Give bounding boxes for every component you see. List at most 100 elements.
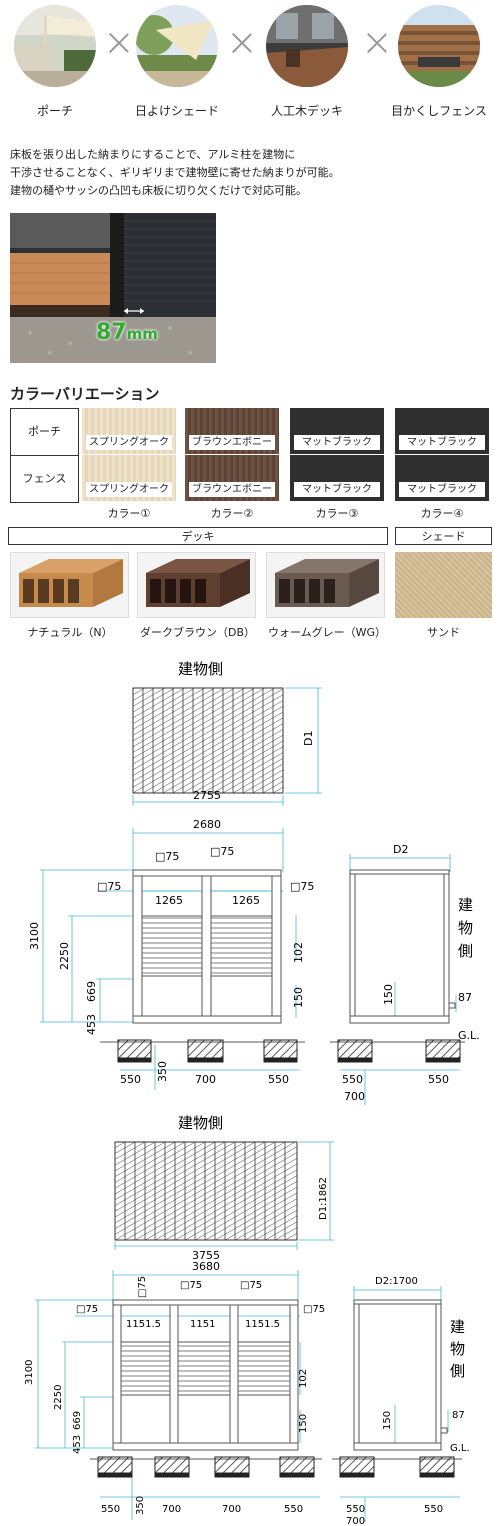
swatch-label: マットブラック bbox=[294, 435, 380, 450]
side-depth: D2 bbox=[393, 843, 408, 856]
ground-level: G.L. bbox=[450, 1443, 470, 1454]
front-view-2: 3680 □75 □75 □75 □75 □75 1151.5 1151 115… bbox=[24, 1260, 325, 1520]
base-700: 700 bbox=[222, 1504, 241, 1515]
base-550-side-left: 550 bbox=[346, 1504, 365, 1515]
side-depth: D2:1700 bbox=[375, 1276, 418, 1287]
dim-150-side: 150 bbox=[382, 1411, 393, 1430]
plan-width: 2755 bbox=[193, 789, 221, 802]
height-669: 669 bbox=[85, 981, 98, 1002]
base-550-left: 550 bbox=[101, 1504, 120, 1515]
dim-150: 150 bbox=[298, 1414, 309, 1433]
dim-350: 350 bbox=[135, 1496, 146, 1515]
color-name-1: カラー① bbox=[107, 507, 151, 520]
span-right: 1265 bbox=[232, 894, 260, 907]
fence-photo bbox=[398, 5, 480, 87]
plan-depth: D1:1862 bbox=[318, 1177, 329, 1220]
post-size-label: □75 bbox=[180, 1280, 202, 1291]
post-size-label: □75 bbox=[137, 1276, 148, 1298]
height-453: 453 bbox=[85, 1014, 98, 1035]
base-550-side-right: 550 bbox=[424, 1504, 443, 1515]
plan-depth: D1 bbox=[302, 731, 315, 746]
base-700-side: 700 bbox=[344, 1090, 365, 1103]
height-453: 453 bbox=[72, 1435, 83, 1454]
dim-102: 102 bbox=[298, 1369, 309, 1388]
drawing-1: 建物側 2755 D1 2680 □75 bbox=[28, 660, 480, 1105]
post-size-label: □75 bbox=[76, 1304, 98, 1315]
plan-width: 3755 bbox=[192, 1249, 220, 1262]
deck-header: デッキ bbox=[8, 527, 388, 545]
description-line: 干渉させることなく、ギリギリまで建物壁に寄せた納まりが可能。 bbox=[10, 166, 340, 179]
height-2250: 2250 bbox=[58, 942, 71, 970]
dim-87: 87 bbox=[458, 991, 472, 1004]
dimension-unit: mm bbox=[126, 325, 158, 343]
deck-sample-warm-grey bbox=[266, 552, 385, 618]
color-name-3: カラー③ bbox=[315, 507, 359, 520]
side-label-char: 物 bbox=[450, 1340, 465, 1358]
feature-label-deck: 人工木デッキ bbox=[270, 104, 343, 118]
side-view-2: D2:1700 建 物 側 150 87 G.L. 550 550 700 bbox=[332, 1276, 470, 1526]
row-label-porch: ポーチ bbox=[11, 409, 78, 456]
swatch-label: マットブラック bbox=[399, 482, 485, 497]
front-width: 2680 bbox=[193, 818, 221, 831]
feature-label-fence: 目かくしフェンス bbox=[391, 104, 487, 118]
base-550-left: 550 bbox=[120, 1073, 141, 1086]
shade-photo bbox=[136, 5, 218, 87]
color-name-4: カラー④ bbox=[420, 507, 464, 520]
deck-photo bbox=[266, 5, 348, 87]
color-swatch-3: マットブラック マットブラック bbox=[290, 408, 384, 501]
swatch-label: スプリングオーク bbox=[86, 482, 172, 497]
dim-87: 87 bbox=[452, 1410, 465, 1421]
description-line: 床板を張り出した納まりにすることで、アルミ柱を建物に bbox=[10, 148, 296, 161]
deck-label-warm-grey: ウォームグレー（WG） bbox=[267, 626, 387, 639]
dimension-value: 87 bbox=[96, 320, 127, 345]
height-total: 3100 bbox=[28, 922, 41, 950]
base-550-side-right: 550 bbox=[428, 1073, 449, 1086]
swatch-label: ブラウンエボニー bbox=[189, 435, 275, 450]
post-size-label: □75 bbox=[155, 850, 179, 863]
times-icon bbox=[365, 30, 389, 54]
deck-sample-natural bbox=[10, 552, 129, 618]
row-label-fence: フェンス bbox=[22, 472, 67, 485]
base-550-right: 550 bbox=[284, 1504, 303, 1515]
feature-label-shade: 日よけシェード bbox=[134, 104, 219, 118]
front-view-1: 2680 □75 □75 □75 □75 1265 1265 bbox=[28, 818, 314, 1090]
dim-150-side: 150 bbox=[382, 984, 395, 1005]
side-label: 建物側 bbox=[178, 1114, 223, 1132]
description-line: 建物の樋やサッシの凸凹も床板に切り欠くだけで対応可能。 bbox=[10, 184, 307, 197]
span-left: 1151.5 bbox=[126, 1319, 161, 1330]
color-swatch-1: スプリングオーク スプリングオーク bbox=[82, 408, 176, 501]
dim-350: 350 bbox=[156, 1061, 169, 1082]
side-view-1: D2 建 物 側 150 87 G.L. 550 550 700 bbox=[330, 843, 480, 1105]
side-label-char: 物 bbox=[458, 919, 473, 937]
height-total: 3100 bbox=[24, 1360, 35, 1385]
base-700: 700 bbox=[162, 1504, 181, 1515]
deck-label-natural: ナチュラル（N） bbox=[27, 626, 113, 639]
height-2250: 2250 bbox=[53, 1385, 64, 1410]
dim-102: 102 bbox=[292, 942, 305, 963]
deck-label-dark-brown: ダークブラウン（DB） bbox=[139, 626, 256, 639]
height-669: 669 bbox=[72, 1411, 83, 1430]
plan-view-1: 建物側 2755 D1 bbox=[132, 660, 322, 806]
color-swatch-2: ブラウンエボニー ブラウンエボニー bbox=[185, 408, 279, 501]
side-label-char: 建 bbox=[450, 1318, 465, 1336]
post-size-label: □75 bbox=[210, 845, 234, 858]
color-name-2: カラー② bbox=[210, 507, 254, 520]
base-550-right: 550 bbox=[268, 1073, 289, 1086]
post-size-label: □75 bbox=[240, 1280, 262, 1291]
side-label: 建物側 bbox=[178, 660, 223, 678]
post-size-label: □75 bbox=[97, 880, 121, 893]
feature-label-porch: ポーチ bbox=[36, 104, 73, 118]
color-swatch-4: マットブラック マットブラック bbox=[395, 408, 489, 501]
span-right: 1151.5 bbox=[245, 1319, 280, 1330]
side-label-char: 建 bbox=[458, 896, 473, 914]
deck-sample-dark-brown bbox=[137, 552, 256, 618]
base-700-side: 700 bbox=[346, 1516, 365, 1526]
installation-photo: 87mm bbox=[10, 213, 216, 363]
post-size-label: □75 bbox=[303, 1304, 325, 1315]
row-label-table: ポーチ フェンス bbox=[10, 408, 79, 503]
post-size-label: □75 bbox=[290, 880, 314, 893]
base-550-side-left: 550 bbox=[342, 1073, 363, 1086]
times-icon bbox=[230, 30, 254, 54]
span-mid: 1151 bbox=[190, 1319, 215, 1330]
front-width: 3680 bbox=[192, 1260, 220, 1273]
